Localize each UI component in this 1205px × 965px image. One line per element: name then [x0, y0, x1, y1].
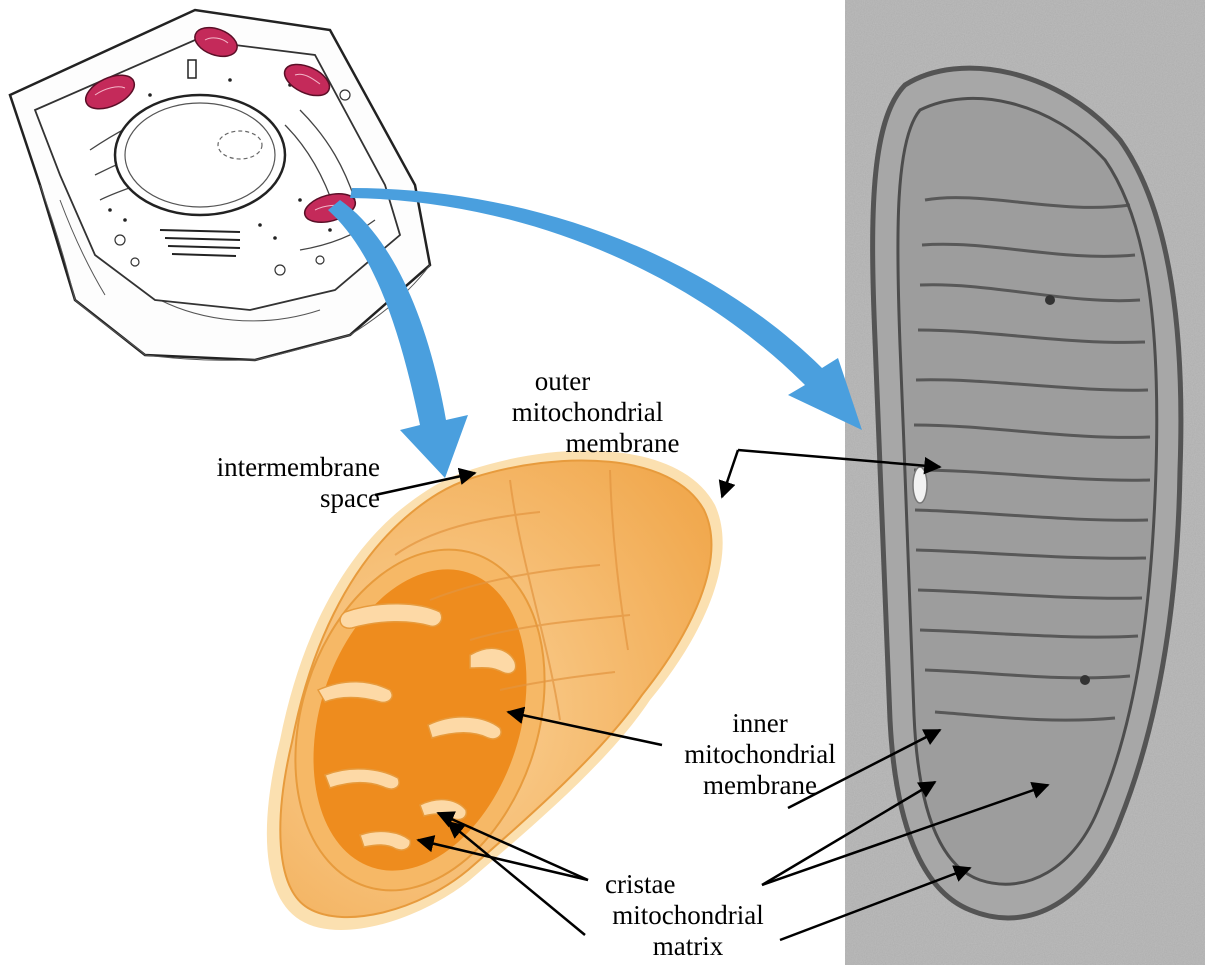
label-inner-membrane: inner mitochondrial membrane	[660, 708, 860, 801]
cell-illustration	[10, 10, 430, 360]
label-outer-line1: outer	[470, 366, 705, 397]
label-intermembrane-line2: space	[170, 483, 380, 514]
label-inner-line3: membrane	[660, 770, 860, 801]
label-matrix-line1: mitochondrial	[588, 900, 788, 931]
label-outer-line2: mitochondrial	[470, 397, 705, 428]
label-outer-line3: membrane	[470, 428, 705, 459]
label-intermembrane-space: intermembrane space	[170, 452, 380, 514]
label-mitochondrial-matrix: mitochondrial matrix	[588, 900, 788, 962]
label-inner-line2: mitochondrial	[660, 739, 860, 770]
electron-micrograph	[845, 0, 1205, 965]
label-outer-membrane: outer mitochondrial membrane	[470, 366, 705, 459]
label-inner-line1: inner	[660, 708, 860, 739]
mitochondrion-diagram	[254, 451, 723, 930]
label-matrix-line2: matrix	[588, 931, 788, 962]
label-intermembrane-line1: intermembrane	[170, 452, 380, 483]
label-cristae: cristae	[605, 869, 675, 900]
arrow-outer-left	[722, 450, 738, 497]
